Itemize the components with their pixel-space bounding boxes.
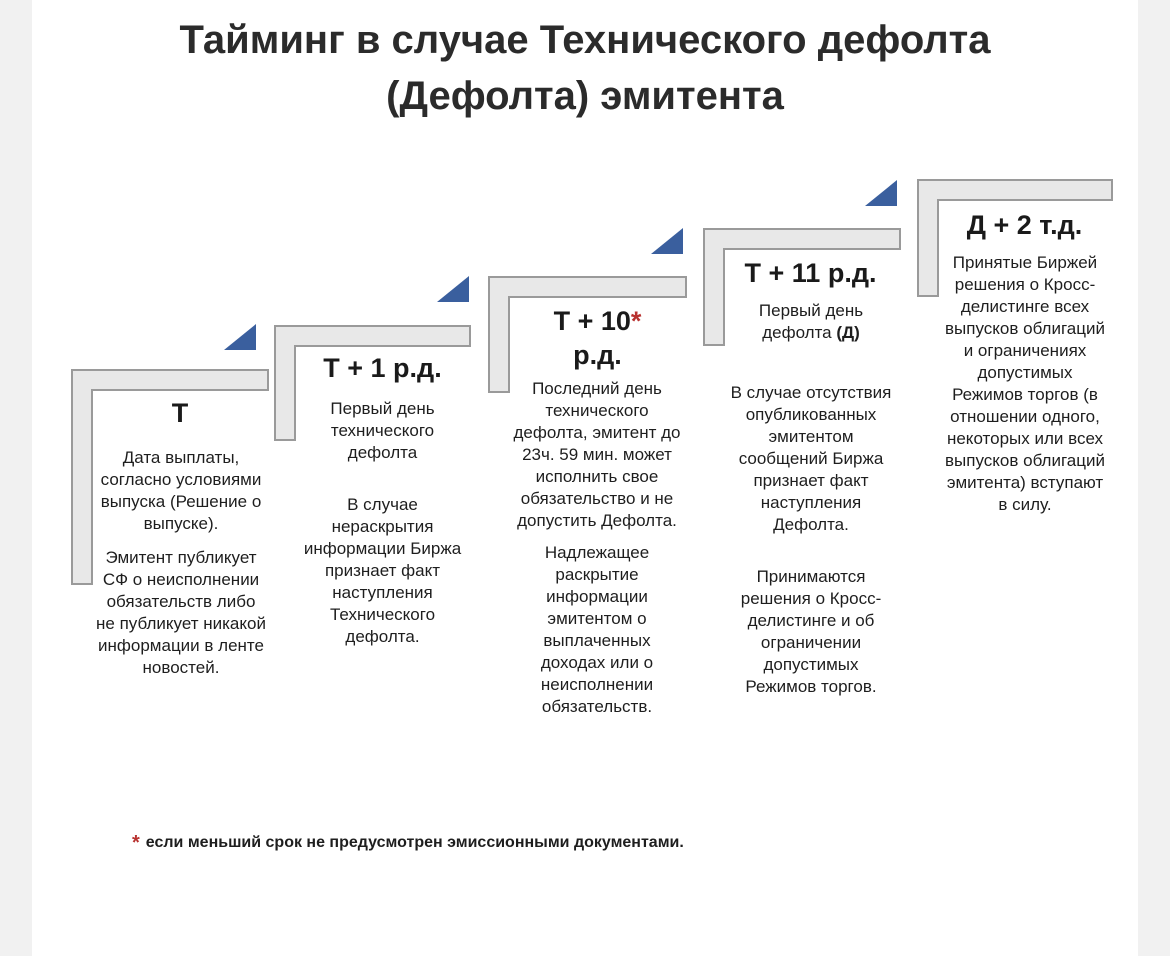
step-triangle-4 — [865, 180, 897, 206]
content-card — [32, 0, 1138, 956]
step-1-description: Дата выплаты, согласно условиями выпуска… — [96, 447, 266, 679]
step-4-label: Т + 11 р.д. — [744, 258, 877, 288]
step-bracket-4 — [703, 228, 901, 346]
page-title: Тайминг в случае Технического дефолта (Д… — [0, 12, 1170, 124]
step-1-text-2: Эмитент публикует СФ о неисполнении обяз… — [96, 548, 266, 677]
step-triangle-1 — [224, 324, 256, 350]
step-1-label: Т — [171, 398, 189, 428]
step-1-text-1: Дата выплаты, согласно условиями выпуска… — [100, 448, 262, 533]
title-line-1: Тайминг в случае Технического дефолта — [179, 18, 991, 62]
footnote: * если меньший срок не предусмотрен эмисс… — [132, 832, 684, 855]
step-3-text-2: Надлежащее раскрытие информации эмитенто… — [540, 543, 654, 716]
step-5-label: Д + 2 т.д. — [966, 210, 1083, 240]
footnote-asterisk: * — [132, 832, 140, 854]
step-bracket-3 — [488, 276, 687, 393]
step-3-label: Т + 10* р.д. — [553, 306, 642, 370]
step-triangle-3 — [651, 228, 683, 254]
step-4-text-1: Первый день дефолта (Д) — [758, 301, 864, 342]
step-2-text-1: Первый день технического дефолта — [330, 399, 435, 462]
footnote-text: если меньший срок не предусмотрен эмисси… — [145, 834, 684, 851]
step-bracket-5 — [917, 179, 1113, 297]
step-4-text-3: Принимаются решения о Кросс-делистинге и… — [740, 567, 882, 696]
step-3-text-1: Последний день технического дефолта, эми… — [513, 379, 681, 530]
step-triangle-2 — [437, 276, 469, 302]
step-3-asterisk: * — [630, 306, 642, 336]
step-4-text-2: В случае отсутствия опубликованных эмите… — [730, 383, 892, 534]
step-2-label: Т + 1 р.д. — [323, 353, 442, 383]
step-2-text-2: В случае нераскрытия информации Биржа пр… — [303, 495, 462, 646]
step-5-description: Принятые Биржей решения о Кросс-делистин… — [940, 252, 1110, 516]
step-5-text-1: Принятые Биржей решения о Кросс-делистин… — [945, 253, 1105, 514]
step-bracket-2 — [274, 325, 471, 441]
title-line-2: (Дефолта) эмитента — [386, 74, 784, 118]
step-4-description: Первый день дефолта (Д) В случае отсутст… — [726, 300, 896, 698]
step-bracket-1 — [71, 369, 269, 585]
step-3-description: Последний день технического дефолта, эми… — [512, 378, 682, 718]
step-2-description: Первый день технического дефолта В случа… — [300, 398, 465, 648]
